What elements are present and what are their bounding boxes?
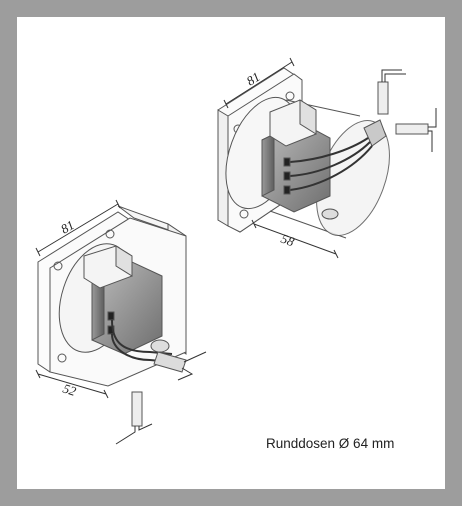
top-wire (289, 145, 373, 191)
bottom-cable-right (153, 351, 187, 373)
bottom-assembly (35, 199, 207, 445)
top-cable-horizontal (395, 123, 429, 135)
top-cable-vertical (377, 81, 389, 115)
bottom-dimension-52-line (35, 369, 109, 399)
top-device-side (261, 133, 275, 197)
bottom-dimension-81-label: 81 (58, 217, 77, 236)
bottom-screw-hole (53, 261, 63, 271)
bottom-dimension-81-line (35, 199, 121, 257)
bottom-clamp-side (115, 245, 133, 277)
top-clamp-side (299, 99, 317, 135)
bottom-wire (111, 333, 173, 363)
top-cable-vertical-wires (381, 69, 406, 82)
bottom-screw-hole (57, 353, 67, 363)
top-terminal (283, 185, 291, 195)
top-dimension-81-line (223, 57, 295, 109)
top-dimension-58-label: 58 (279, 231, 297, 250)
bottom-cable-down (131, 391, 143, 427)
top-assembly (217, 57, 437, 259)
top-terminal (283, 171, 291, 181)
bottom-wire (111, 319, 173, 355)
top-cable-gland (363, 119, 387, 147)
caption: Runddosen Ø 64 mm (266, 436, 395, 451)
top-wire (289, 137, 369, 163)
top-cable-horizontal-wires (428, 108, 437, 152)
bottom-dimension-52-label: 52 (61, 381, 78, 399)
bottom-cable-down-wires (115, 423, 153, 445)
top-screw-hole (285, 91, 295, 101)
top-wire (289, 141, 371, 177)
top-terminal (283, 157, 291, 167)
bottom-knockout (150, 339, 170, 353)
top-knockout (321, 208, 339, 220)
top-dimension-58-line (251, 219, 339, 259)
top-screw-hole (239, 209, 249, 219)
bottom-screw-hole (105, 229, 115, 239)
bottom-cable-right-wires (177, 351, 207, 381)
bottom-terminal (107, 311, 115, 321)
